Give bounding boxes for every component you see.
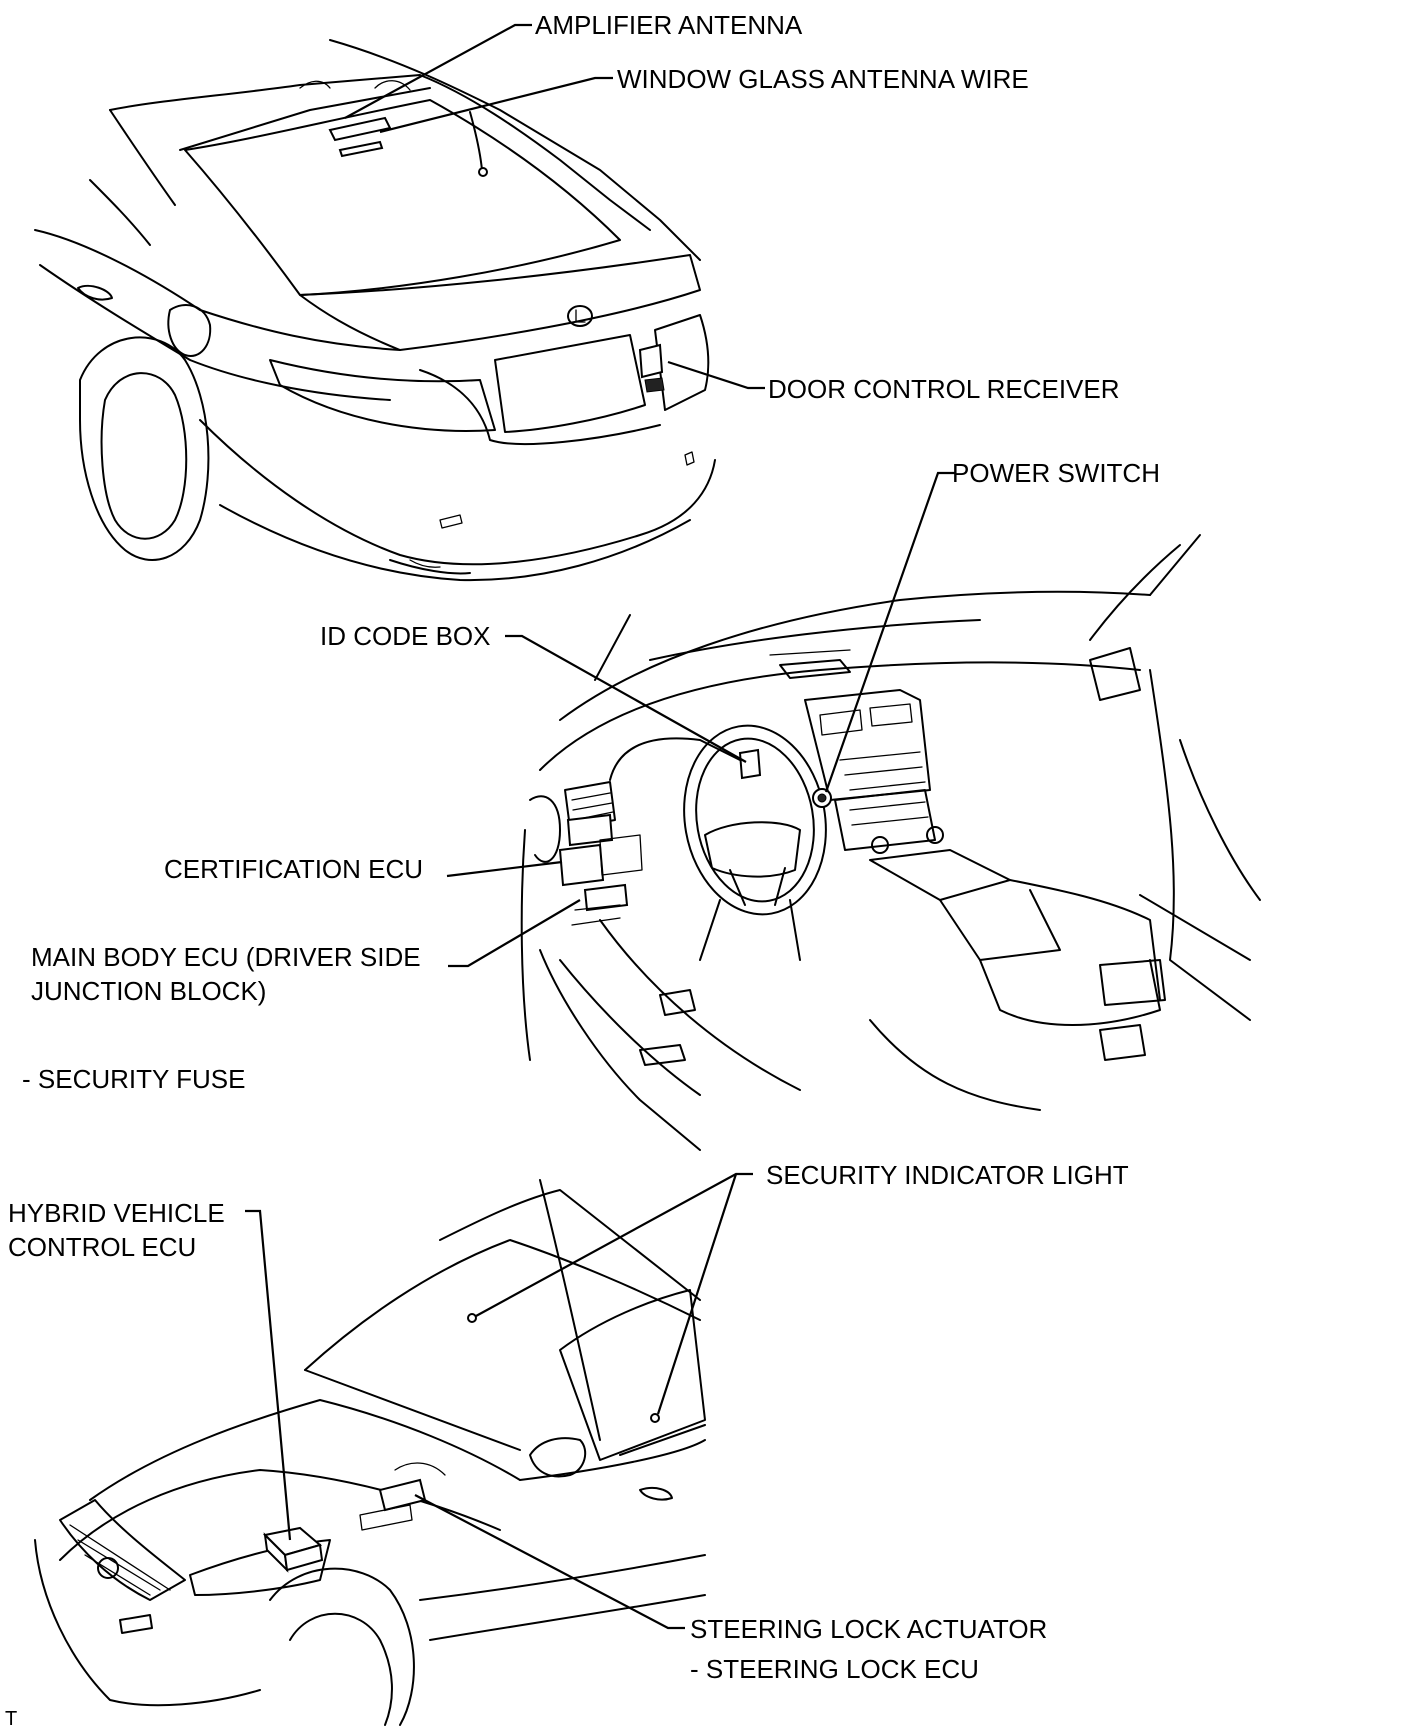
security-indicator-light-leader-a (475, 1172, 753, 1317)
amplifier-antenna-label: AMPLIFIER ANTENNA (535, 10, 803, 40)
door-control-receiver-label: DOOR CONTROL RECEIVER (768, 374, 1120, 404)
window-glass-antenna-wire-label: WINDOW GLASS ANTENNA WIRE (617, 64, 1029, 94)
security-indicator-light-leader-b (656, 1173, 738, 1415)
power-switch-label: POWER SWITCH (952, 458, 1160, 488)
hybrid-vehicle-label-line2: CONTROL ECU (8, 1232, 197, 1262)
hybrid-ecu-leader (245, 1209, 292, 1541)
hybrid-vehicle-label-line1: HYBRID VEHICLE (8, 1198, 225, 1228)
id-code-box-leader (505, 634, 747, 763)
door-control-receiver-leader (667, 360, 765, 390)
certification-ecu-leader (446, 860, 563, 878)
power-switch-leader (824, 471, 955, 793)
interior-dash-illustration (520, 534, 1261, 1151)
main-body-ecu-leader (448, 899, 581, 968)
id-code-box-label: ID CODE BOX (320, 621, 491, 651)
rear-car-illustration (34, 39, 716, 582)
security-indicator-light-label: SECURITY INDICATOR LIGHT (766, 1160, 1129, 1190)
steering-lock-ecu-label: - STEERING LOCK ECU (690, 1654, 979, 1684)
certification-ecu-label: CERTIFICATION ECU (164, 854, 424, 884)
security-fuse-label: - SECURITY FUSE (22, 1064, 246, 1094)
amplifier-antenna-leader (344, 23, 532, 119)
window-glass-antenna-wire-leader (379, 76, 613, 134)
corner-mark: T (5, 1708, 18, 1730)
main-body-ecu-label-line1: MAIN BODY ECU (DRIVER SIDE (31, 942, 421, 972)
front-car-illustration (34, 1179, 706, 1726)
steering-lock-actuator-leader (414, 1494, 685, 1630)
main-body-ecu-label-line2: JUNCTION BLOCK) (31, 976, 267, 1006)
steering-lock-actuator-label: STEERING LOCK ACTUATOR (690, 1614, 1048, 1644)
